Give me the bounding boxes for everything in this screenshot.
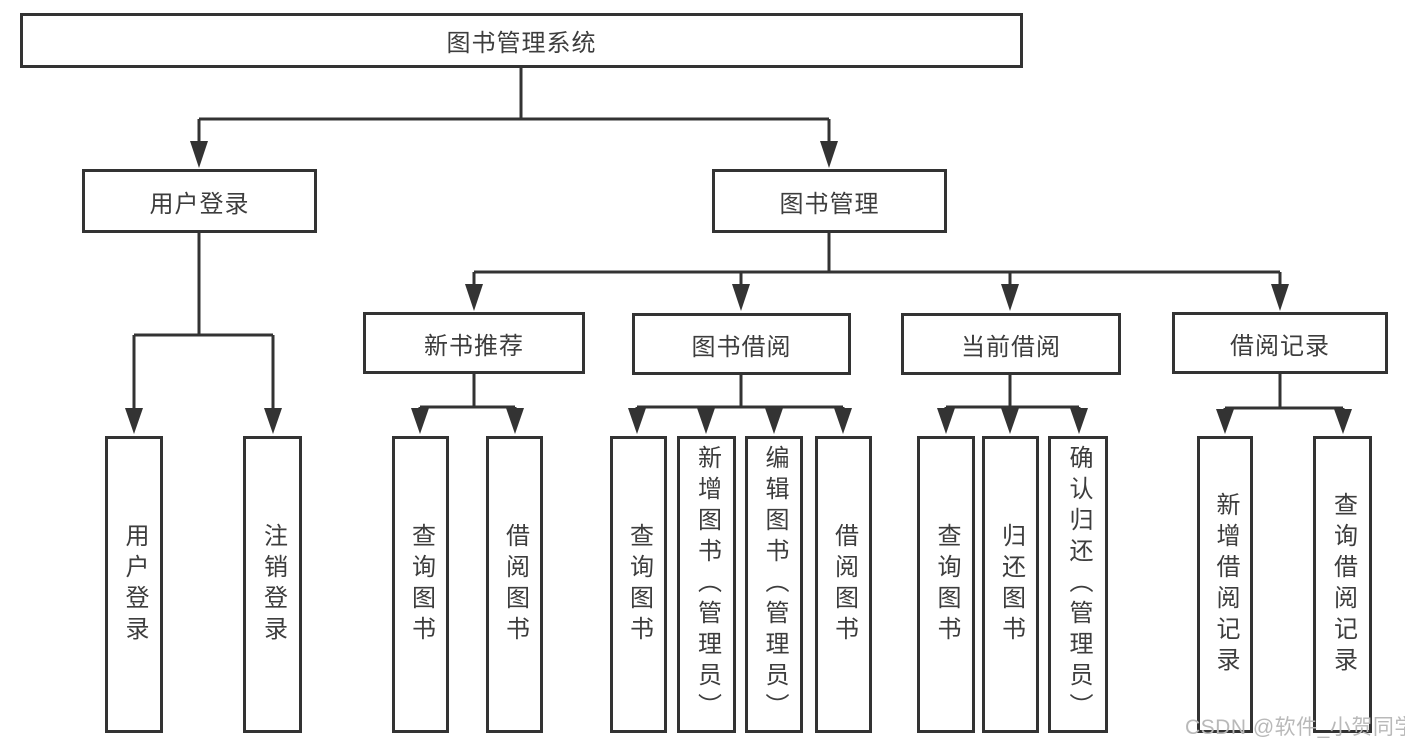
node-leaf-query-books-3: 查询图书	[917, 436, 975, 733]
node-new-book-recommend: 新书推荐	[363, 312, 585, 374]
node-leaf-return-books: 归还图书	[982, 436, 1039, 733]
node-root-system: 图书管理系统	[20, 13, 1023, 68]
node-book-borrow-label: 图书借阅	[691, 333, 792, 361]
node-leaf-confirm-return-admin: 确认归还（管理员）	[1048, 436, 1108, 733]
connector-root-to-level2	[197, 68, 831, 146]
node-leaf-add-books-admin-label: 新增图书（管理员）	[693, 445, 721, 724]
node-current-borrow-label: 当前借阅	[961, 333, 1061, 361]
node-leaf-query-books-1: 查询图书	[392, 436, 449, 733]
node-leaf-borrow-books-2: 借阅图书	[815, 436, 872, 733]
csdn-watermark: CSDN @软件_小贺同学	[1185, 716, 1405, 739]
node-leaf-edit-books-admin: 编辑图书（管理员）	[745, 436, 803, 733]
node-leaf-add-borrow-record: 新增借阅记录	[1197, 436, 1253, 733]
node-new-book-recommend-label: 新书推荐	[424, 332, 524, 360]
connector-user-login-branch	[132, 233, 275, 412]
node-leaf-confirm-return-admin-label: 确认归还（管理员）	[1065, 445, 1092, 724]
node-leaf-add-books-admin: 新增图书（管理员）	[677, 436, 736, 733]
node-leaf-query-borrow-record: 查询借阅记录	[1313, 436, 1372, 733]
connector-book-borrow	[635, 375, 845, 412]
node-leaf-query-books-2-label: 查询图书	[625, 522, 653, 647]
node-root-system-label: 图书管理系统	[446, 30, 597, 57]
node-borrow-records: 借阅记录	[1172, 312, 1388, 374]
node-book-management-label: 图书管理	[779, 190, 880, 218]
node-leaf-query-books-3-label: 查询图书	[933, 522, 960, 647]
node-leaf-borrow-books-1: 借阅图书	[486, 436, 543, 733]
node-leaf-query-borrow-record-label: 查询借阅记录	[1329, 491, 1357, 678]
node-leaf-borrow-books-1-label: 借阅图书	[501, 522, 529, 647]
node-book-management: 图书管理	[712, 169, 947, 233]
node-borrow-records-label: 借阅记录	[1230, 332, 1330, 360]
node-user-login-branch: 用户登录	[82, 169, 317, 233]
node-leaf-edit-books-admin-label: 编辑图书（管理员）	[761, 445, 788, 724]
node-leaf-add-borrow-record-label: 新增借阅记录	[1212, 491, 1239, 678]
node-user-login-branch-label: 用户登录	[149, 190, 250, 218]
node-leaf-logout-label: 注销登录	[259, 522, 287, 647]
connector-current-borrow	[944, 375, 1081, 412]
node-leaf-return-books-label: 归还图书	[997, 522, 1025, 647]
node-current-borrow: 当前借阅	[901, 313, 1121, 375]
node-leaf-user-login: 用户登录	[105, 436, 163, 733]
node-leaf-query-books-1-label: 查询图书	[407, 522, 435, 647]
connector-book-management-branch	[472, 233, 1282, 289]
node-leaf-logout: 注销登录	[243, 436, 302, 733]
connector-borrow-records	[1223, 374, 1345, 412]
node-leaf-borrow-books-2-label: 借阅图书	[830, 522, 858, 647]
node-leaf-query-books-2: 查询图书	[610, 436, 667, 733]
connector-new-book-recommend	[418, 374, 517, 412]
node-book-borrow: 图书借阅	[632, 313, 851, 375]
node-leaf-user-login-label: 用户登录	[121, 522, 148, 647]
